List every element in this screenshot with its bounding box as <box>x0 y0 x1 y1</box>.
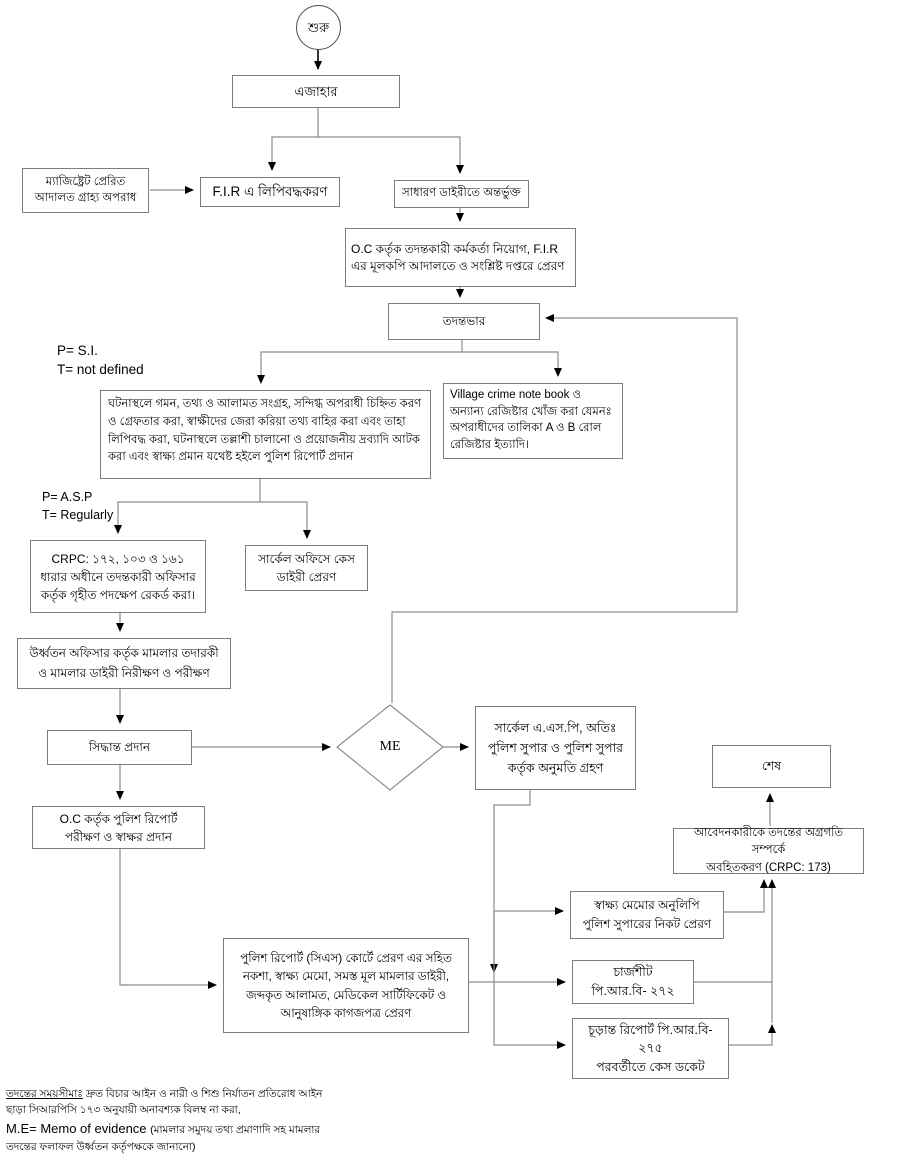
arrow-junction-to-memo <box>493 907 564 982</box>
arrow-memo-to-inform <box>724 879 768 913</box>
arrow-final-report-up <box>729 1024 776 1046</box>
footnote-line3-bn: (মামলার সমুদয় তথ্য প্রমাণাদি সহ মামলার <box>150 1123 321 1136</box>
annotation-p-asp: P= A.S.P T= Regularly <box>42 490 114 522</box>
arrow-charge-to-investigation <box>257 340 463 384</box>
node-asp-approval: সার্কেল এ.এস.পি, অতিঃ পুলিশ সুপার ও পুলি… <box>475 706 636 790</box>
node-crpc-record: CRPC: ১৭২, ১০৩ ও ১৬১ ধারার অধীনে তদন্তকা… <box>30 540 206 613</box>
node-senior-officer-supervision: উর্ধ্বতন অফিসার কর্তৃক মামলার তদারকী ও ম… <box>17 638 231 689</box>
node-me-decision-label: ME <box>379 739 401 755</box>
node-police-report-to-court: পুলিশ রিপোর্ট (সিএস) কোর্টে প্রেরণ এর সহ… <box>223 938 469 1033</box>
node-general-diary: সাধারণ ডাইরীতে অন্তর্ভুক্ত <box>394 180 529 208</box>
footnote-line1-rest: দ্রুত বিচার আইন ও নারী ও শিশু নির্যাতন প… <box>82 1088 323 1100</box>
node-start: শুরু <box>296 5 341 50</box>
node-investigation-steps: ঘটনাস্থলে গমন, তথ্য ও আলামত সংগ্রহ, সন্দ… <box>100 390 431 479</box>
arrow-ejahar-to-gd <box>318 136 464 174</box>
arrow-me-feedback-to-charge <box>391 314 738 703</box>
node-inform-applicant: আবেদনকারীকে তদন্তের অগ্রগতি সম্পর্কে অবহ… <box>673 827 864 874</box>
node-circle-office-case-diary: সার্কেল অফিসে কেস ডাইরী প্রেরণ <box>245 545 368 591</box>
node-ejahar: এজাহার <box>232 75 400 108</box>
node-oc-assign-io: O.C কর্তৃক তদন্তকারী কর্মকর্তা নিয়োগ, F… <box>345 228 576 287</box>
node-end: শেষ <box>712 745 831 788</box>
arrow-ejahar-to-fir <box>268 108 319 171</box>
node-chargesheet-prb272: চার্জশীট পি.আর.বি- ২৭২ <box>572 960 694 1004</box>
node-magistrate-offense: ম্যাজিষ্ট্রেট প্রেরিত আদালত গ্রাহ্য অপরা… <box>22 168 149 213</box>
footnote-heading: তদন্তের সময়সীমাঃ <box>6 1088 83 1100</box>
node-village-crime-notebook: Village crime note book ও অন্যান্য রেজিষ… <box>443 383 623 459</box>
node-evidence-memo-copy: স্বাক্ষ্য মেমোর অনুলিপি পুলিশ সুপারের নি… <box>570 891 724 939</box>
footnote-line3: M.E= Memo of evidence (মামলার সমুদয় তথ্… <box>6 1119 451 1139</box>
arrow-asp-to-junction <box>490 790 531 973</box>
annotation-p-si: P= S.I. T= not defined <box>57 343 144 377</box>
node-fir-record: F.I.R এ লিপিবদ্ধকরণ <box>200 177 340 207</box>
footnote-line1: তদন্তের সময়সীমাঃ দ্রুত বিচার আইন ও নারী… <box>6 1086 451 1102</box>
arrow-oc-report-to-police-report <box>119 849 217 989</box>
footnote: তদন্তের সময়সীমাঃ দ্রুত বিচার আইন ও নারী… <box>6 1086 451 1155</box>
footnote-me-definition: M.E= Memo of evidence <box>6 1120 151 1136</box>
node-oc-report-sign: O.C কর্তৃক পুলিশ রিপোর্ট পরীক্ষণ ও স্বাক… <box>32 806 205 849</box>
arrow-investigation-to-crpc <box>114 479 261 534</box>
arrow-charge-to-village <box>462 351 562 377</box>
node-decision-given: সিদ্ধান্ত প্রদান <box>47 730 192 765</box>
node-final-report-prb275: চূড়ান্ত রিপোর্ট পি.আর.বি- ২৭৫ পরবর্তীতে… <box>572 1018 729 1079</box>
arrow-junction-to-final-report <box>493 982 566 1049</box>
footnote-line4: তদন্তের ফলাফল উর্ধ্বতন কর্তৃপক্ষকে জানান… <box>6 1140 196 1153</box>
decision-me-diamond <box>336 704 444 791</box>
arrow-investigation-to-circle-office <box>260 501 311 539</box>
footnote-line2: ছাড়া সিআরপিসি ১৭৩ অনুযায়ী অনাবশ্যক বিল… <box>6 1104 241 1117</box>
node-investigation-charge: তদন্তভার <box>388 303 540 340</box>
